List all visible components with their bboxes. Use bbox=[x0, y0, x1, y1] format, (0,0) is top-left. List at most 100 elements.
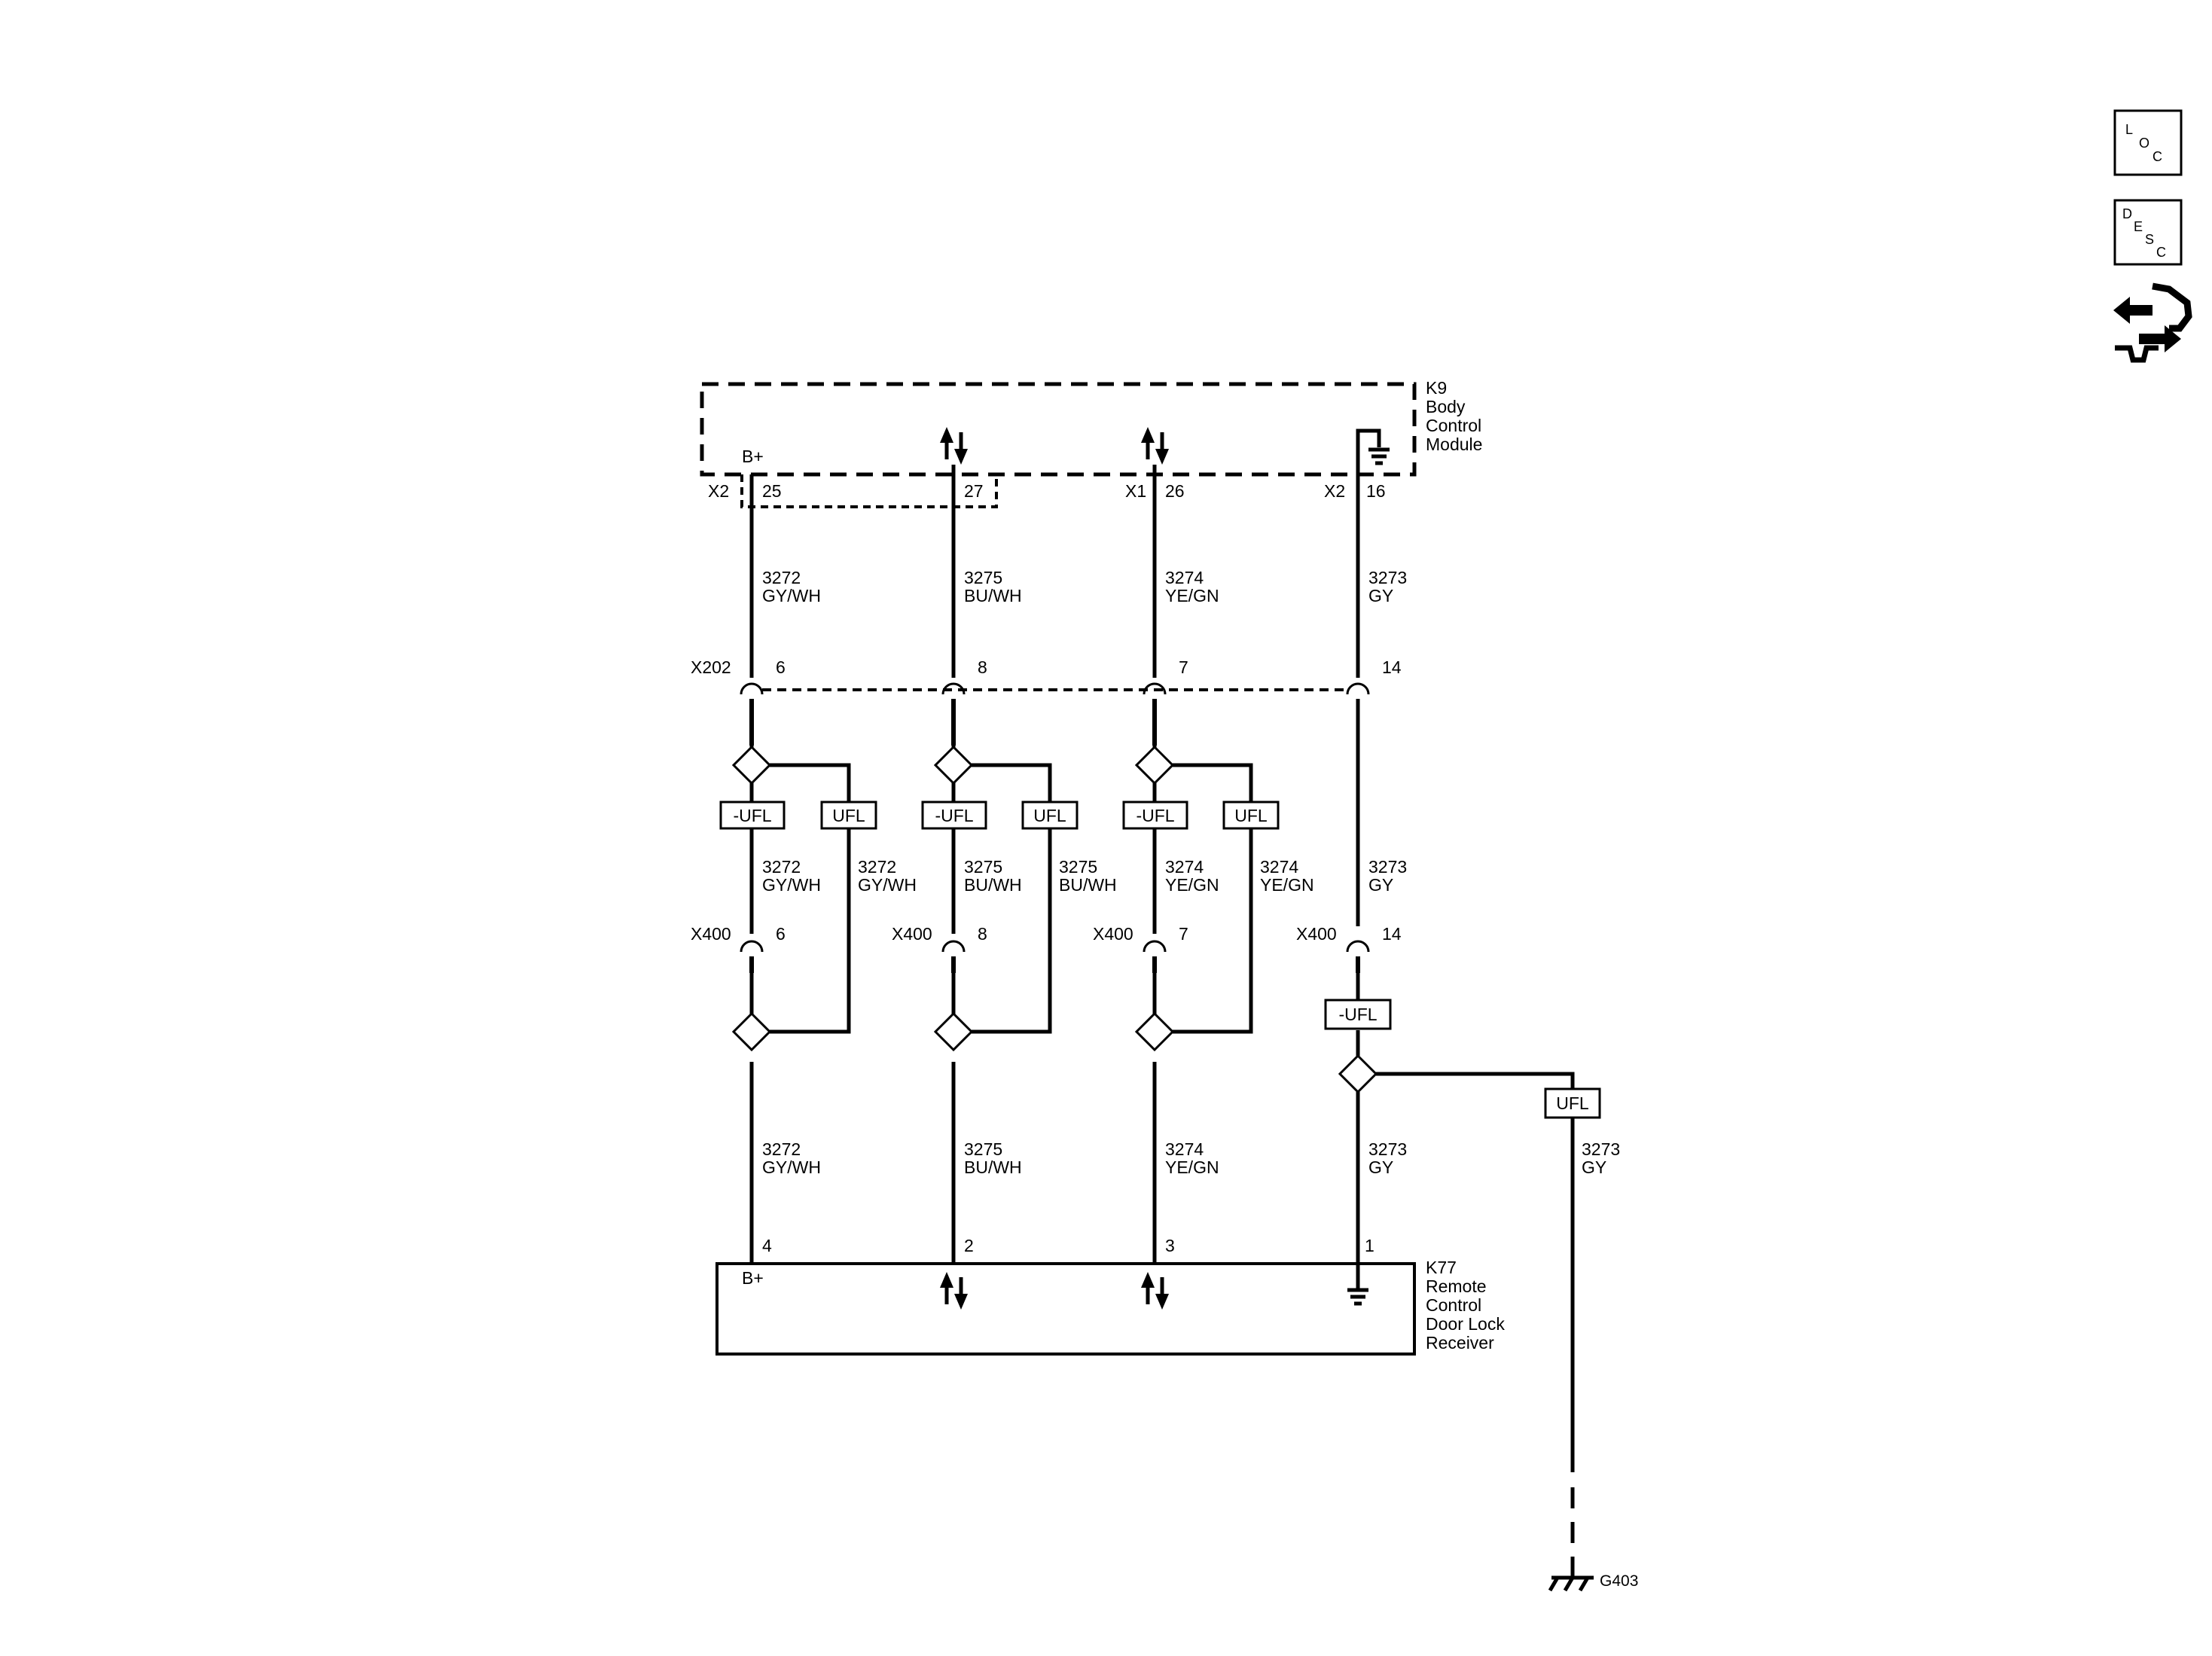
wire-color: GY/WH bbox=[762, 586, 821, 605]
ufl-option-box: UFL bbox=[1222, 801, 1280, 830]
k77-name: K77 bbox=[1426, 1258, 1457, 1277]
k9-bplus-label: B+ bbox=[742, 447, 764, 466]
x202-terminal bbox=[941, 682, 966, 746]
minus-ufl-option-box: -UFL bbox=[921, 801, 987, 830]
svg-text:-UFL: -UFL bbox=[1338, 1005, 1377, 1024]
splice-diamond bbox=[1134, 1011, 1175, 1052]
k77-remote-control-door-lock-receiver: B+ K77 Remote Control Door Lock Receiver bbox=[715, 1258, 1505, 1356]
option-branch-3273 bbox=[1338, 940, 1575, 1563]
wire-color: GY bbox=[1368, 1157, 1393, 1177]
minus-ufl-option-box: -UFL bbox=[719, 801, 786, 830]
k77-pin-label: 1 bbox=[1365, 1236, 1374, 1255]
k9-connector-x2-right: X2 bbox=[1324, 481, 1345, 501]
wire-circuit-number: 3274 bbox=[1260, 857, 1298, 877]
wire-circuit-number: 3273 bbox=[1368, 568, 1407, 587]
ufl-option-box: UFL bbox=[820, 801, 877, 830]
ufl-option-box: UFL bbox=[1544, 1087, 1601, 1119]
x400-terminal bbox=[1143, 940, 1167, 973]
x400-terminal bbox=[740, 940, 764, 973]
k9-connector-x1: X1 bbox=[1125, 481, 1146, 501]
ufl-option-box: UFL bbox=[1021, 801, 1079, 830]
x202-terminal bbox=[1346, 682, 1370, 926]
desc-letter-c: C bbox=[2156, 245, 2166, 260]
k9-pin-label: 16 bbox=[1366, 481, 1386, 501]
wire-color: GY/WH bbox=[858, 875, 917, 895]
svg-text:-UFL: -UFL bbox=[1136, 806, 1174, 825]
k9-x2-connector-outline bbox=[740, 474, 998, 508]
k9-pin-label: 25 bbox=[762, 481, 782, 501]
k77-bplus-label: B+ bbox=[742, 1268, 764, 1288]
x400-connector-label: X400 bbox=[1093, 924, 1133, 944]
wire-circuit-number: 3272 bbox=[762, 857, 801, 877]
k9-line-body: Body bbox=[1426, 397, 1466, 416]
x400-connector-label: X400 bbox=[691, 924, 731, 944]
wire-color: YE/GN bbox=[1165, 1157, 1219, 1177]
wire-circuit-number: 3273 bbox=[1368, 857, 1407, 877]
wire-circuit-number: 3275 bbox=[964, 857, 1002, 877]
desc-button[interactable]: D E S C bbox=[2113, 199, 2183, 266]
x400-terminal bbox=[1346, 940, 1370, 973]
g403-chassis-ground-icon bbox=[1548, 1563, 1594, 1592]
wire-circuit-number: 3272 bbox=[762, 1139, 801, 1159]
loc-button[interactable]: L O C bbox=[2113, 109, 2183, 176]
k9-name: K9 bbox=[1426, 378, 1447, 398]
svg-text:UFL: UFL bbox=[832, 806, 865, 825]
wire-color: GY/WH bbox=[762, 875, 821, 895]
wire-color: YE/GN bbox=[1260, 875, 1314, 895]
k9-pin-label: 27 bbox=[964, 481, 984, 501]
k77-ground-icon bbox=[1347, 1264, 1368, 1306]
k9-ground-icon bbox=[1356, 428, 1390, 474]
option-branch-3275 bbox=[933, 745, 1052, 1264]
x202-pin-label: 6 bbox=[776, 657, 786, 677]
k77-bidirectional-arrow-icon bbox=[940, 1272, 968, 1310]
x202-pin-label: 14 bbox=[1382, 657, 1402, 677]
desc-letter-e: E bbox=[2134, 219, 2143, 234]
wire-color: GY bbox=[1368, 875, 1393, 895]
k77-line-remote: Remote bbox=[1426, 1276, 1487, 1296]
desc-letter-s: S bbox=[2145, 232, 2154, 247]
x400-connector-label: X400 bbox=[1296, 924, 1337, 944]
desc-letter-d: D bbox=[2122, 206, 2132, 221]
splice-diamond bbox=[731, 1011, 772, 1052]
wire-circuit-number: 3274 bbox=[1165, 857, 1204, 877]
wire-circuit-number: 3273 bbox=[1368, 1139, 1407, 1159]
wire-color: GY bbox=[1582, 1157, 1606, 1177]
k77-pin-label: 3 bbox=[1165, 1236, 1175, 1255]
x202-pin-label: 8 bbox=[978, 657, 987, 677]
wire-color: BU/WH bbox=[964, 1157, 1022, 1177]
navigation-arrows-wrench-icon[interactable] bbox=[2113, 282, 2192, 363]
x400-pin-label: 14 bbox=[1382, 924, 1402, 944]
minus-ufl-option-box: -UFL bbox=[1122, 801, 1188, 830]
g403-label: G403 bbox=[1600, 1572, 1638, 1590]
splice-diamond bbox=[933, 1011, 974, 1052]
wire-color: BU/WH bbox=[964, 875, 1022, 895]
wire-color: BU/WH bbox=[1059, 875, 1117, 895]
k77-line-door-lock: Door Lock bbox=[1426, 1314, 1505, 1334]
minus-ufl-option-box: -UFL bbox=[1324, 999, 1392, 1030]
x202-pin-label: 7 bbox=[1179, 657, 1188, 677]
wire-circuit-number: 3274 bbox=[1165, 568, 1204, 587]
wire-circuit-number: 3275 bbox=[964, 568, 1002, 587]
wire-circuit-number: 3273 bbox=[1582, 1139, 1620, 1159]
loc-letter-l: L bbox=[2125, 122, 2133, 137]
x400-connector-label: X400 bbox=[892, 924, 932, 944]
x400-pin-label: 6 bbox=[776, 924, 786, 944]
splice-diamond bbox=[731, 745, 772, 785]
wire-circuit-number: 3274 bbox=[1165, 1139, 1204, 1159]
option-branch-3272 bbox=[731, 745, 851, 1264]
wire-color: YE/GN bbox=[1165, 875, 1219, 895]
loc-letter-o: O bbox=[2139, 136, 2149, 151]
svg-text:-UFL: -UFL bbox=[935, 806, 973, 825]
x400-terminal bbox=[941, 940, 966, 973]
splice-diamond bbox=[1338, 1054, 1378, 1094]
splice-diamond bbox=[1134, 745, 1175, 785]
x400-pin-label: 8 bbox=[978, 924, 987, 944]
k9-connector-x2-left: X2 bbox=[708, 481, 729, 501]
wire-circuit-number: 3272 bbox=[858, 857, 896, 877]
k77-bidirectional-arrow-icon bbox=[1141, 1272, 1169, 1310]
x202-terminal bbox=[740, 682, 764, 746]
k9-bidirectional-arrow-icon bbox=[1141, 427, 1169, 465]
wire-color: YE/GN bbox=[1165, 586, 1219, 605]
svg-text:UFL: UFL bbox=[1234, 806, 1268, 825]
svg-text:UFL: UFL bbox=[1033, 806, 1066, 825]
